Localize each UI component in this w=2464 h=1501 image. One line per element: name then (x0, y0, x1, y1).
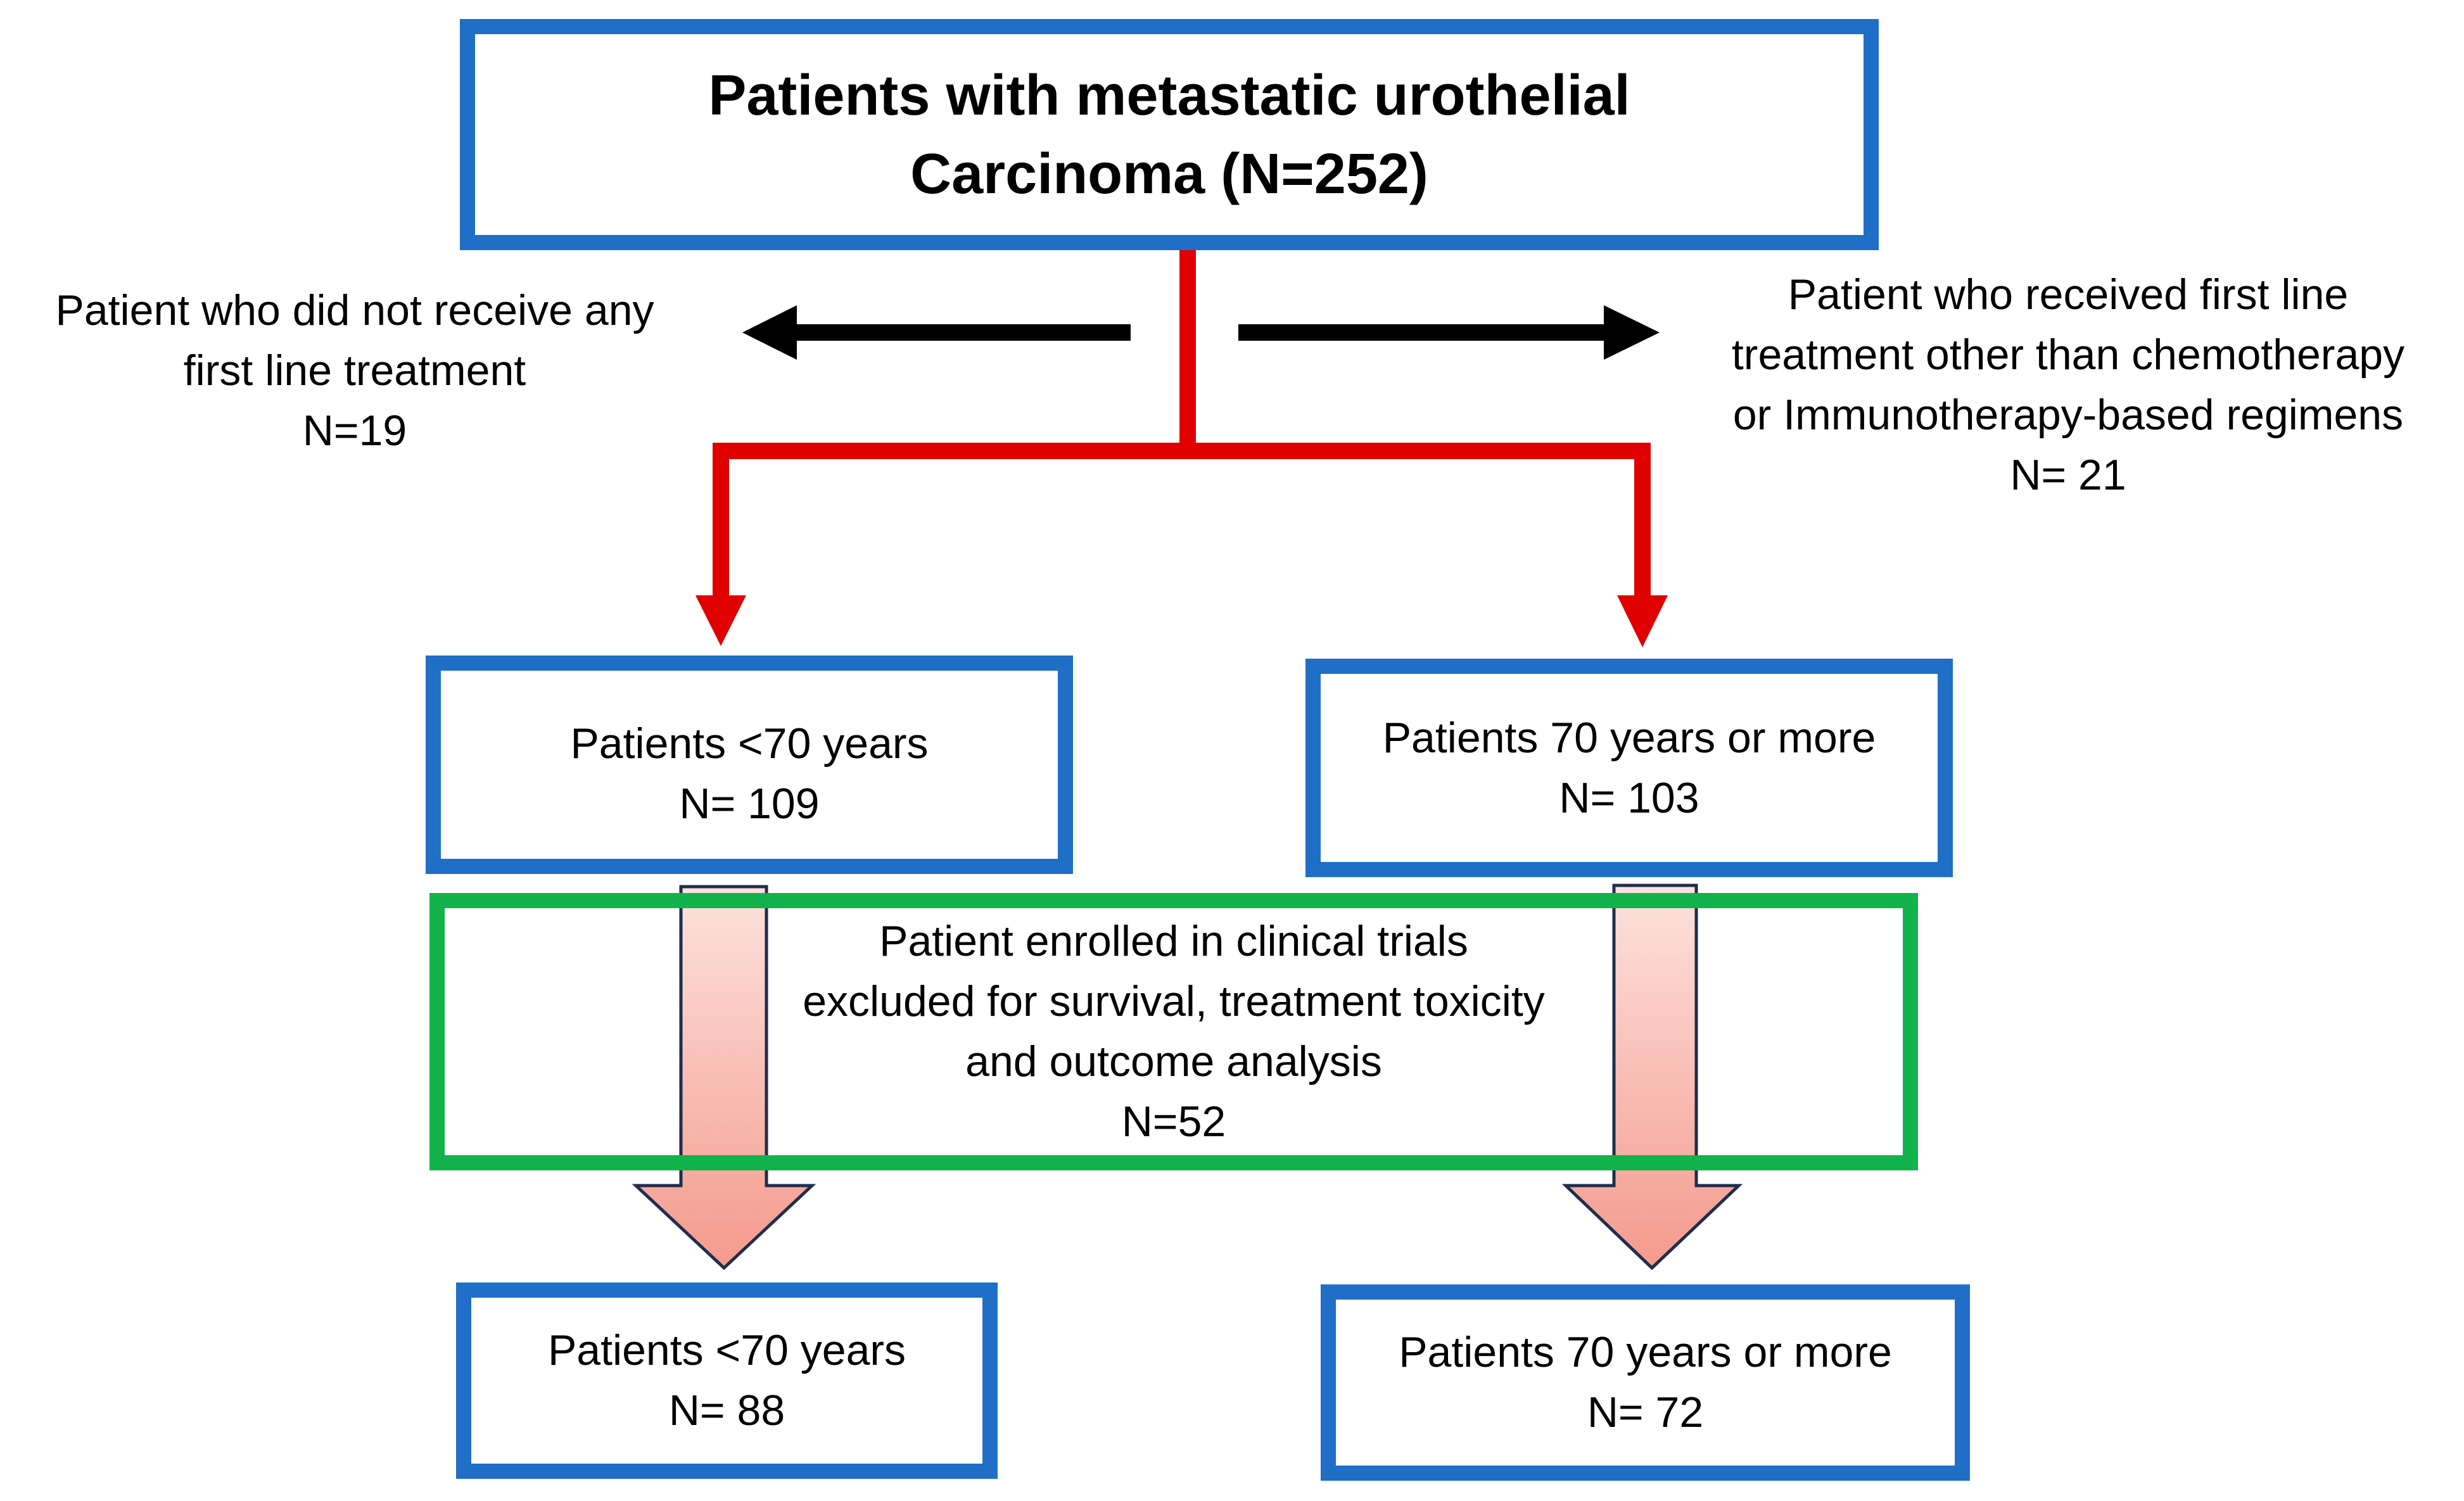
excluded-right-line1: Patient who received first line (1788, 270, 2349, 319)
trials-line2: excluded for survival, treatment toxicit… (803, 977, 1545, 1025)
final-under-70-box: Patients <70 years N= 88 (456, 1282, 998, 1479)
excluded-left-line2: first line treatment (183, 346, 526, 395)
trials-count: N=52 (1121, 1098, 1226, 1146)
under-70-label: Patients <70 years (570, 719, 929, 768)
under-70-box: Patients <70 years N= 109 (426, 656, 1073, 874)
excluded-other-treatment-note: Patient who received first line treatmen… (1679, 265, 2458, 505)
final-under-70-count: N= 88 (668, 1386, 785, 1434)
final-over-70-label: Patients 70 years or more (1399, 1328, 1892, 1376)
red-connector (713, 244, 1651, 608)
trials-line3: and outcome analysis (965, 1037, 1382, 1086)
over-70-count: N= 103 (1559, 773, 1699, 822)
flow-arrow-right (1561, 884, 1743, 1270)
trials-line1: Patient enrolled in clinical trials (879, 917, 1468, 965)
total-patients-title-line2: Carcinoma (N=252) (910, 142, 1428, 206)
exclusion-arrow-right (1238, 305, 1660, 360)
red-arrowhead-left (695, 595, 746, 646)
excluded-left-line1: Patient who did not receive any (55, 286, 654, 334)
excluded-right-count: N= 21 (2010, 451, 2126, 499)
exclusion-arrow-left (742, 305, 1131, 360)
final-over-70-count: N= 72 (1587, 1388, 1704, 1436)
over-70-label: Patients 70 years or more (1382, 713, 1876, 762)
final-over-70-box: Patients 70 years or more N= 72 (1321, 1284, 1970, 1481)
over-70-box: Patients 70 years or more N= 103 (1305, 659, 1953, 877)
under-70-count: N= 109 (679, 780, 820, 828)
excluded-right-line2: treatment other than chemotherapy (1731, 331, 2405, 379)
excluded-no-treatment-note: Patient who did not receive any first li… (13, 281, 697, 461)
total-patients-box: Patients with metastatic urothelial Carc… (460, 19, 1879, 250)
clinical-trials-box: Patient enrolled in clinical trials excl… (429, 893, 1918, 1170)
final-under-70-label: Patients <70 years (547, 1326, 906, 1374)
total-patients-title-line1: Patients with metastatic urothelial (708, 63, 1630, 127)
excluded-right-line3: or Immunotherapy-based regimens (1732, 391, 2404, 439)
excluded-left-count: N=19 (302, 407, 407, 455)
flow-arrow-left (632, 885, 816, 1270)
red-arrowhead-right (1617, 595, 1668, 647)
